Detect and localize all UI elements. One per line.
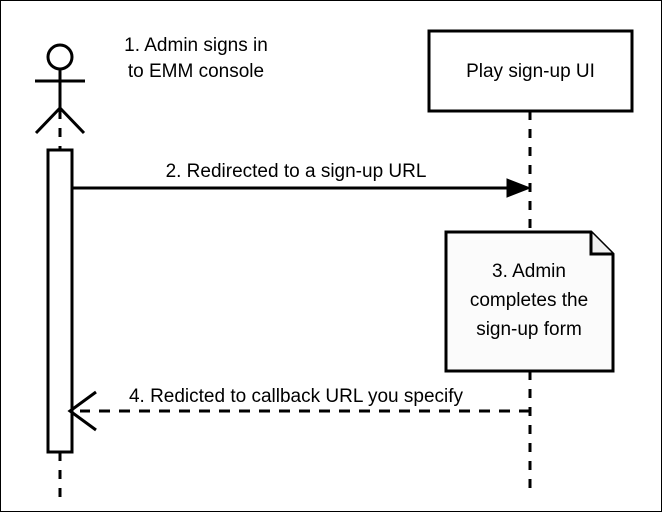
message-step-2-label: 2. Redirected to a sign-up URL [166,161,427,182]
actor-leg-right-icon [58,106,86,135]
step-1-label: 1. Admin signs in to EMM console [124,35,268,82]
actor-activation-bar[interactable] [46,148,74,454]
note-step-3[interactable]: 3. Admin completes the sign-up form [444,230,615,373]
actor-head-icon [46,43,74,71]
note-line-2: completes the [470,290,588,311]
message-step-2[interactable]: 2. Redirected to a sign-up URL [72,161,532,198]
step-1-label-line-2: to EMM console [128,61,264,82]
message-step-4[interactable]: 4. Redicted to callback URL you specify [67,386,530,432]
message-step-4-label: 4. Redicted to callback URL you specify [129,386,464,407]
message-step-4-arrowhead-icon [67,390,97,432]
step-1-label-line-1: 1. Admin signs in [124,35,268,56]
actor-leg-left-icon [34,106,62,135]
message-step-2-arrowhead-icon [506,178,532,198]
note-fold-icon [589,232,613,256]
play-signup-ui-participant[interactable]: Play sign-up UI [427,29,634,497]
note-line-1: 3. Admin [492,261,566,282]
participant-label: Play sign-up UI [466,61,595,82]
note-line-3: sign-up form [476,319,582,340]
note-body[interactable] [444,230,615,373]
admin-actor[interactable] [34,43,86,497]
